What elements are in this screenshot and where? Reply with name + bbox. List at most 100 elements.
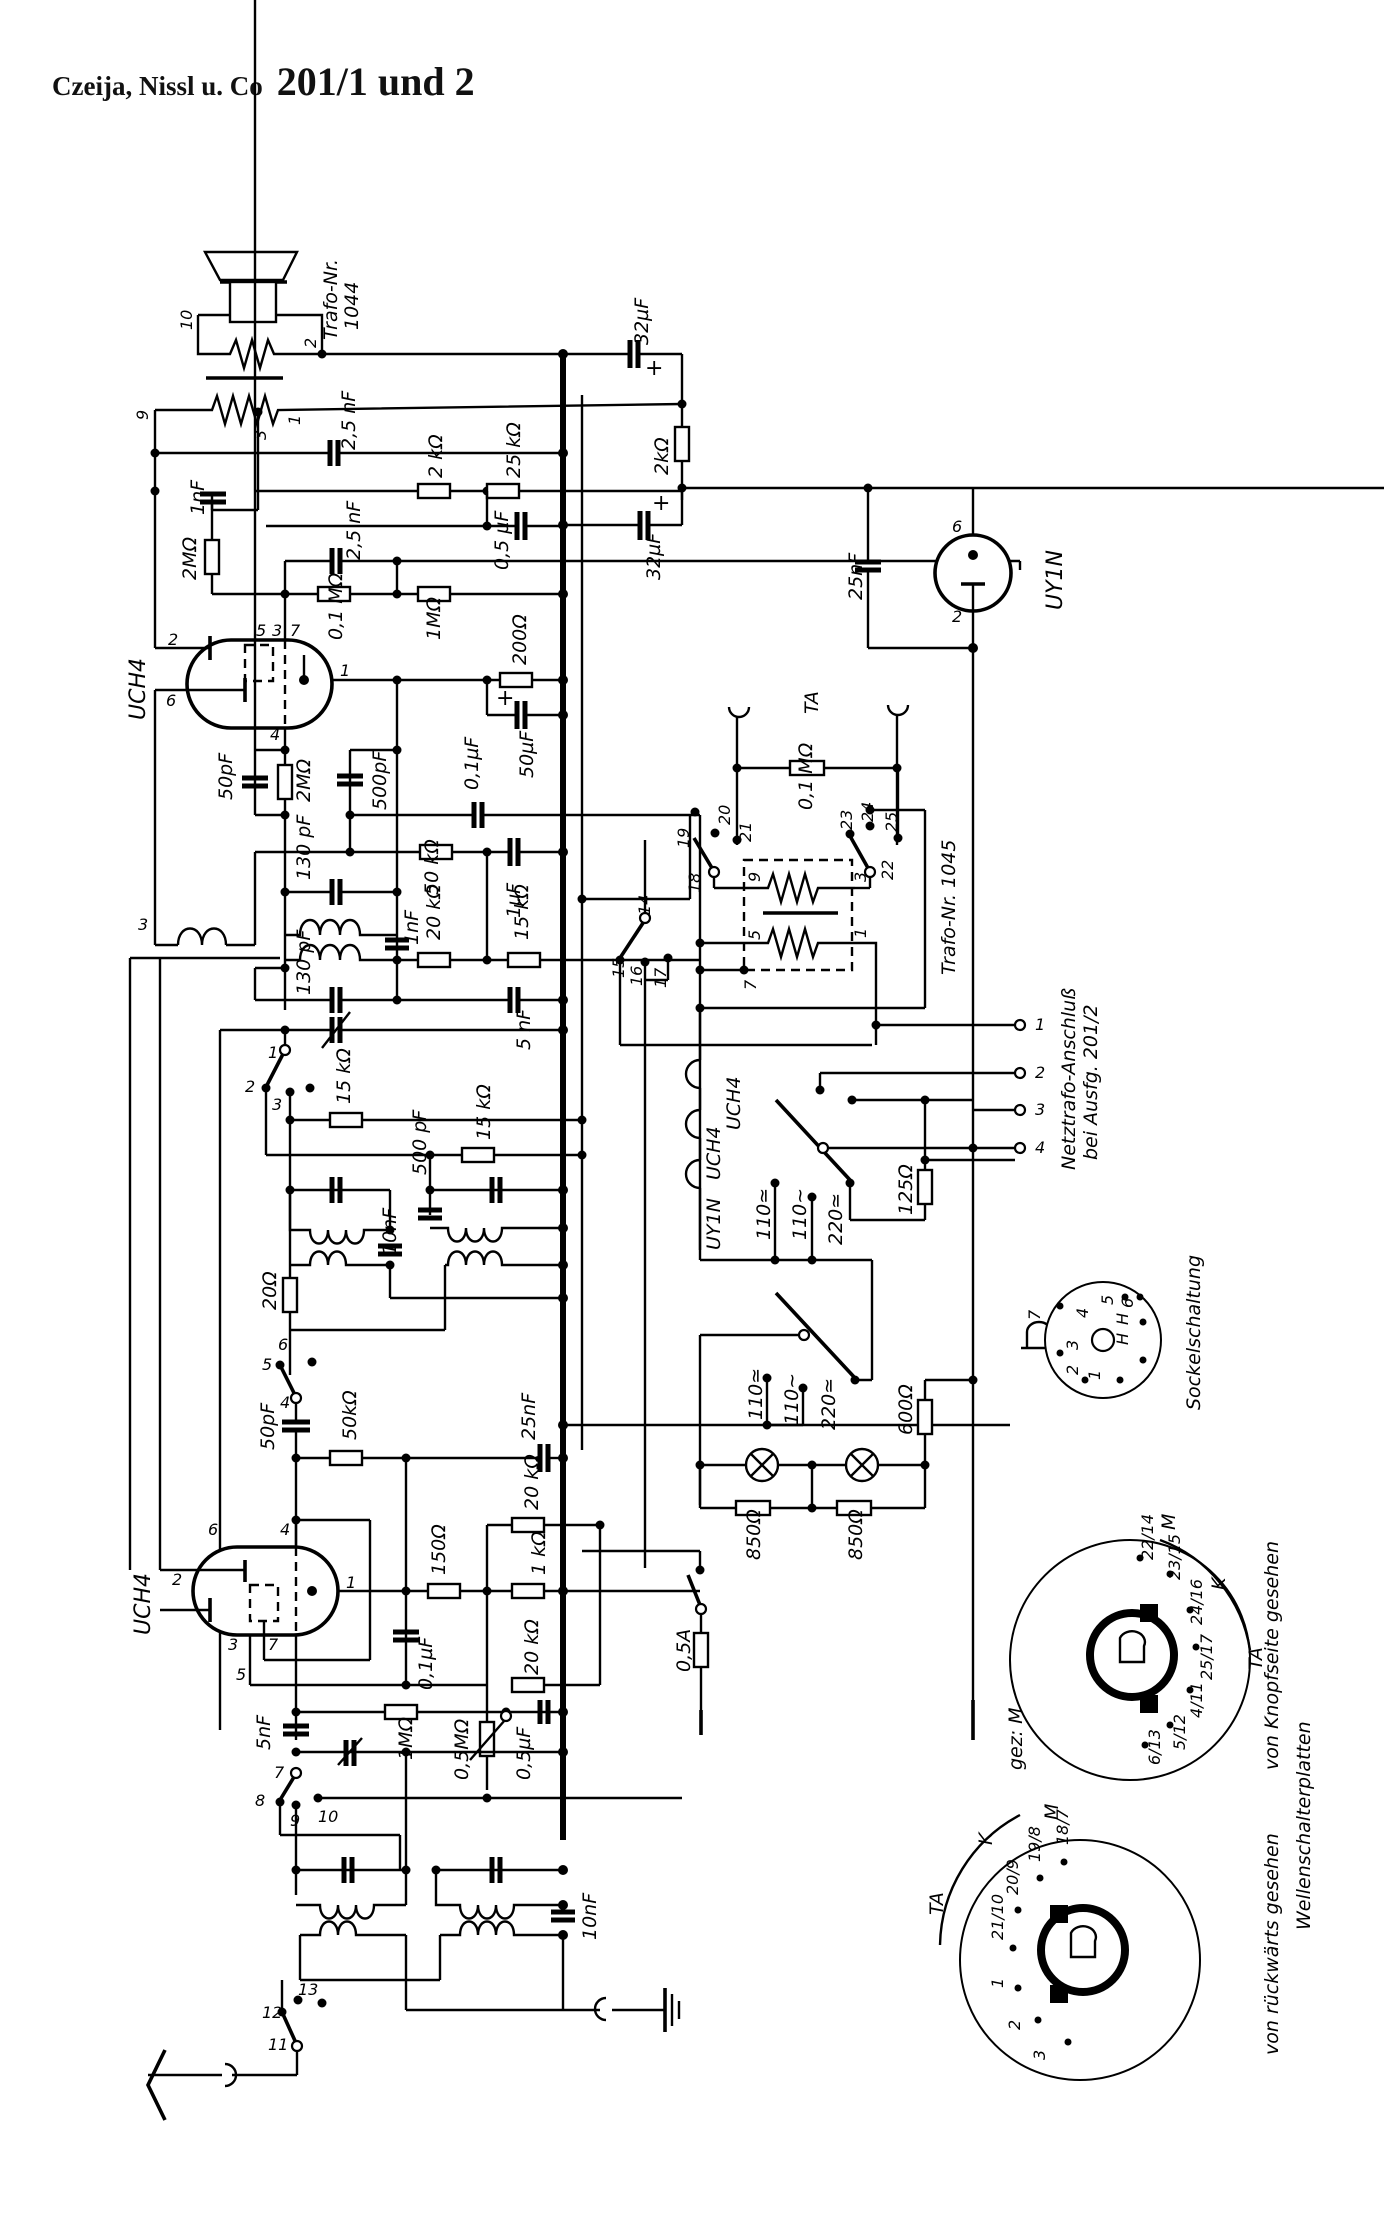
position-label: M <box>1041 1804 1063 1820</box>
tube-label: UCH4 <box>126 658 151 720</box>
switch-contact-label: 12 <box>262 2003 282 2022</box>
switch-contact-label: 19 <box>674 828 693 848</box>
terminal-label: 2 <box>1035 1063 1045 1082</box>
switch-contact-label: 8 <box>255 1791 265 1810</box>
voltage-label: 110≃ <box>745 1368 767 1420</box>
pin-label: 2 <box>301 338 320 348</box>
switch-contact-label: 10 <box>318 1807 338 1826</box>
position-label: K <box>1208 1576 1230 1590</box>
trafo-1045-label: Trafo-Nr. 1045 <box>938 840 960 975</box>
resistor-label: 850Ω <box>845 1509 867 1560</box>
resistor-label: 2MΩ <box>179 537 201 580</box>
position-label: M <box>1158 1514 1180 1530</box>
cap-label: 1nF <box>401 909 423 945</box>
cap-label: 10nF <box>579 1892 601 1940</box>
plus-sign: + <box>645 356 663 381</box>
terminal-label: 4 <box>1035 1138 1045 1157</box>
cap-label: 32µF <box>631 297 653 345</box>
switch-contact-label: 18/7 <box>1053 1808 1072 1845</box>
manufacturer-name: Czeija, Nissl u. Co <box>52 71 263 101</box>
pin-label: 2 <box>952 607 962 626</box>
pin-label: 1 <box>851 928 870 938</box>
resistor-label: 600Ω <box>895 1384 917 1435</box>
switch-contact-label: 22/14 <box>1138 1514 1157 1560</box>
switch-contact-label: 24 <box>858 802 877 822</box>
socket-pin: 4 <box>1073 1308 1092 1318</box>
from-rear-caption: von rückwärts gesehen <box>1261 1833 1283 2055</box>
resistor-label: 50kΩ <box>339 1390 361 1440</box>
pin-label: 1 <box>285 415 304 425</box>
resistor-label: 1MΩ <box>423 597 445 640</box>
heater-label: UCH4 <box>703 1126 725 1180</box>
switch-contact-label: 20/9 <box>1003 1859 1022 1895</box>
pin-label: 3 <box>138 915 148 934</box>
cap-label: 2,5 nF <box>338 390 360 450</box>
resistor-label: 20 kΩ <box>423 884 445 940</box>
switch-contact-label: 23 <box>837 810 856 830</box>
cap-label: 130 pF <box>293 814 315 880</box>
pin-label: 5 <box>745 930 764 940</box>
pin-label: 6 <box>208 1520 218 1539</box>
switch-contact-label: 11 <box>268 2035 288 2054</box>
switch-contact-label: 2 <box>245 1077 255 1096</box>
switch-contact-label: 22 <box>878 860 897 880</box>
pin-label: 9 <box>745 872 764 882</box>
mains-switch <box>582 1549 708 1616</box>
pin-label: 7 <box>741 979 760 990</box>
resistor-label: 2kΩ <box>651 437 673 475</box>
resistor-label: 20Ω <box>259 1271 281 1310</box>
resistor-label: 125Ω <box>895 1164 917 1215</box>
resistor-label: 20 kΩ <box>521 1619 543 1675</box>
heater-string <box>684 1008 872 1262</box>
cap-label: 0,1µF <box>415 1636 437 1690</box>
cap-label: 0,5 µF <box>491 510 513 570</box>
switch-contact-label: 24/16 <box>1187 1579 1206 1625</box>
ta-input-jacks <box>727 704 910 845</box>
cap-label: 10nF <box>379 1207 401 1255</box>
pin-label: 6 <box>952 517 962 536</box>
switch-contact-label: 6/13 <box>1145 1729 1164 1765</box>
resistor-label: 1 kΩ <box>528 1531 550 1575</box>
pin-label: 9 <box>133 410 152 420</box>
switch-contact-label: 1 <box>268 1043 278 1062</box>
pin-label: 2 <box>168 630 178 649</box>
switch-contact-label: 19/8 <box>1025 1826 1044 1862</box>
switch-contact-label: 1 <box>988 1978 1007 1988</box>
pin-label: 5 <box>236 1665 246 1684</box>
netztrafo-label: Netztrafo-Anschluß <box>1058 988 1080 1170</box>
cap-label: 0,1µF <box>461 736 483 790</box>
uch4-bottom-tube <box>158 958 700 1687</box>
switch-contact-label: 6 <box>278 1335 288 1354</box>
heater-label: UCH4 <box>723 1076 745 1130</box>
switch-contact-label: 20 <box>715 805 734 825</box>
pin-label: 1 <box>346 1573 356 1592</box>
switch-contact-label: 25 <box>882 812 901 832</box>
heater-label: UY1N <box>703 1198 725 1250</box>
pin-label: 7 <box>268 1635 279 1654</box>
plus-sign: + <box>496 686 514 711</box>
socket-pin: H <box>1113 1313 1132 1325</box>
fuse-icon <box>692 1614 710 1735</box>
socket-symbol: 7 <box>1025 1309 1044 1320</box>
voltage-label: 110~ <box>789 1188 811 1240</box>
voltage-label: 220≃ <box>818 1378 840 1430</box>
switch-contact-label: 18 <box>685 873 704 893</box>
resistor-label: 0,1 MΩ <box>795 742 817 810</box>
voltage-label: 110~ <box>781 1373 803 1425</box>
voltage-selector-top <box>770 1098 1015 1265</box>
resistor-label: 50 kΩ <box>421 839 443 895</box>
pin-label: 3 <box>251 430 270 440</box>
resistor-label: 25 kΩ <box>503 422 525 478</box>
uch4-top-tube <box>153 636 563 1010</box>
trafo-1044-number: 1044 <box>341 282 363 330</box>
resistor-label: 200Ω <box>509 614 531 665</box>
wave-switch-front-plate <box>1009 1538 1252 1781</box>
tube-label: UY1N <box>1043 550 1068 610</box>
pin-label: 4 <box>270 725 280 744</box>
output-transformer <box>150 313 683 648</box>
pin-label: 7 <box>290 621 301 640</box>
switch-contact-label: 14 <box>635 895 654 915</box>
cap-label: 500pF <box>369 750 391 810</box>
pilot-lamps <box>695 1375 978 1517</box>
